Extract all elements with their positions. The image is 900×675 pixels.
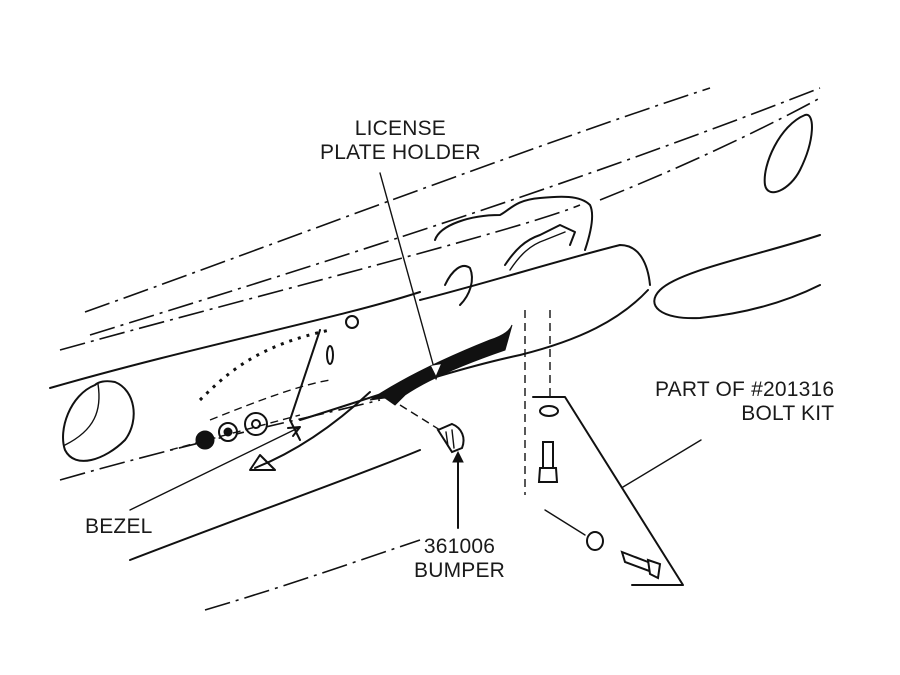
bezel-dash-outline	[209, 379, 331, 421]
right-light-opening	[763, 113, 813, 194]
vertical-bolt-head	[537, 467, 559, 483]
label-line: PART OF #201316	[655, 378, 835, 401]
bezel-leader	[129, 427, 299, 511]
bumper-bottom-edge	[129, 449, 421, 561]
holder-body-lower	[299, 289, 649, 421]
bumper-upper-edge-3	[59, 97, 821, 351]
washer-1-hole	[223, 427, 233, 437]
bezel-dotted-outline	[198, 328, 331, 402]
bezel-stud-nut	[345, 315, 359, 329]
label-line: BEZEL	[85, 515, 153, 538]
vertical-bolt-shank	[542, 441, 554, 469]
angled-washer	[586, 531, 604, 551]
bezel-arrowhead	[287, 426, 301, 437]
bumper-mid-edge	[49, 291, 421, 389]
bumper-bottom-edge-2	[204, 539, 421, 611]
nut	[195, 430, 215, 450]
bolt-kit-bracket	[532, 396, 684, 586]
label-line: 361006	[423, 535, 496, 558]
label-line: BOLT KIT	[741, 402, 835, 425]
label-line: PLATE HOLDER	[320, 141, 481, 164]
label-line: BUMPER	[414, 559, 506, 582]
holder-body-top	[419, 244, 651, 301]
right-lower-opening	[653, 234, 821, 320]
bezel-slot	[326, 345, 334, 365]
left-light-inner	[64, 383, 100, 446]
bezel-tip	[249, 454, 276, 471]
bumper-upper-edge-2	[89, 87, 821, 336]
bumper-axis	[399, 404, 441, 431]
bumper-top-edge	[84, 87, 711, 313]
license-holder-arrowhead	[429, 363, 443, 381]
angled-bolt-head	[646, 558, 662, 580]
bezel-arm-outer	[254, 391, 371, 469]
bumper-stopper	[436, 422, 465, 454]
license-holder-leader	[379, 172, 437, 376]
bumper-stopper-ridges	[445, 429, 455, 449]
left-light-opening	[62, 380, 135, 462]
holder-flap	[434, 195, 594, 251]
bolt-kit-leader	[622, 439, 702, 488]
holder-hinge	[444, 265, 473, 306]
bezel-label: BEZEL	[85, 515, 153, 539]
fastener-axis	[169, 414, 301, 451]
holder-bracket-wire-2	[509, 231, 566, 271]
holder-bracket-wire	[504, 224, 576, 266]
license-plate-holder-label: LICENSE PLATE HOLDER	[320, 117, 481, 165]
bumper-lower-edge	[59, 399, 381, 481]
bolt-kit-label: PART OF #201316 BOLT KIT	[655, 378, 834, 426]
label-line: LICENSE	[354, 117, 446, 140]
bezel-arm-top	[289, 329, 321, 441]
bumper-label: 361006 BUMPER	[414, 535, 505, 583]
vertical-washer	[539, 405, 559, 417]
angled-bolt-axis	[544, 509, 586, 536]
bumper-arrowhead	[452, 450, 464, 463]
